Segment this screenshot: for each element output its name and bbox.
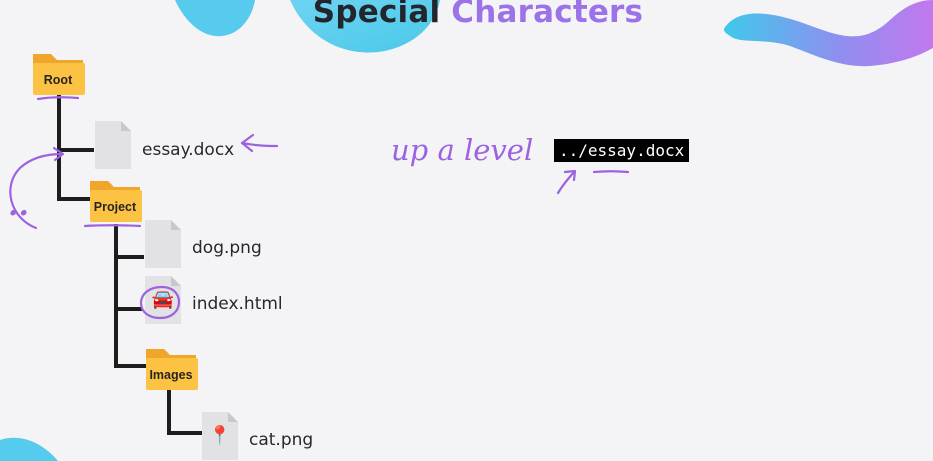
connector-project-images (114, 307, 148, 368)
folder-icon (146, 349, 198, 390)
file-dog-name: dog.png (192, 238, 262, 258)
blob-bottom-left (0, 437, 58, 461)
file-icon (202, 412, 238, 460)
underline-under-code (592, 170, 630, 174)
arrow-under-code (556, 169, 577, 195)
folder-icon (90, 181, 142, 222)
circle-car (139, 285, 181, 320)
file-icon (145, 220, 181, 268)
file-essay[interactable] (94, 120, 132, 170)
file-index-name: index.html (192, 294, 283, 314)
folder-project-label: Project (93, 200, 137, 214)
file-essay-name: essay.docx (142, 140, 235, 160)
pin-emoji-icon: 📍 (208, 425, 232, 445)
file-cat-name: cat.png (249, 430, 314, 450)
underline-project (83, 224, 142, 228)
title-word-special: Special (312, 0, 441, 30)
car-emoji-icon: 🚘 (151, 289, 175, 309)
folder-root-label: Root (43, 73, 73, 87)
file-dog[interactable] (144, 219, 182, 269)
page-title: Special Characters (0, 0, 933, 30)
connector-images-cat (167, 390, 203, 435)
connector-root-project (57, 148, 90, 201)
title-word-characters: Characters (451, 0, 644, 30)
file-icon (95, 121, 131, 169)
code-path-box: ../essay.docx (554, 139, 690, 162)
folder-project[interactable]: Project (88, 178, 142, 222)
handwritten-dots: .. (8, 188, 29, 223)
folder-icon (33, 54, 85, 95)
file-cat[interactable]: 📍 (201, 411, 239, 461)
arrow-to-essay (240, 133, 279, 153)
blob-top-right (723, 0, 933, 67)
handwritten-up-a-level: up a level (391, 133, 534, 167)
underline-root (36, 96, 80, 101)
loop-up-a-level (9, 146, 65, 230)
folder-images-label: Images (149, 368, 193, 382)
blob-top-left (175, 0, 255, 37)
blob-top-center (290, 0, 440, 53)
folder-images[interactable]: Images (144, 346, 198, 390)
folder-root[interactable]: Root (31, 51, 85, 95)
